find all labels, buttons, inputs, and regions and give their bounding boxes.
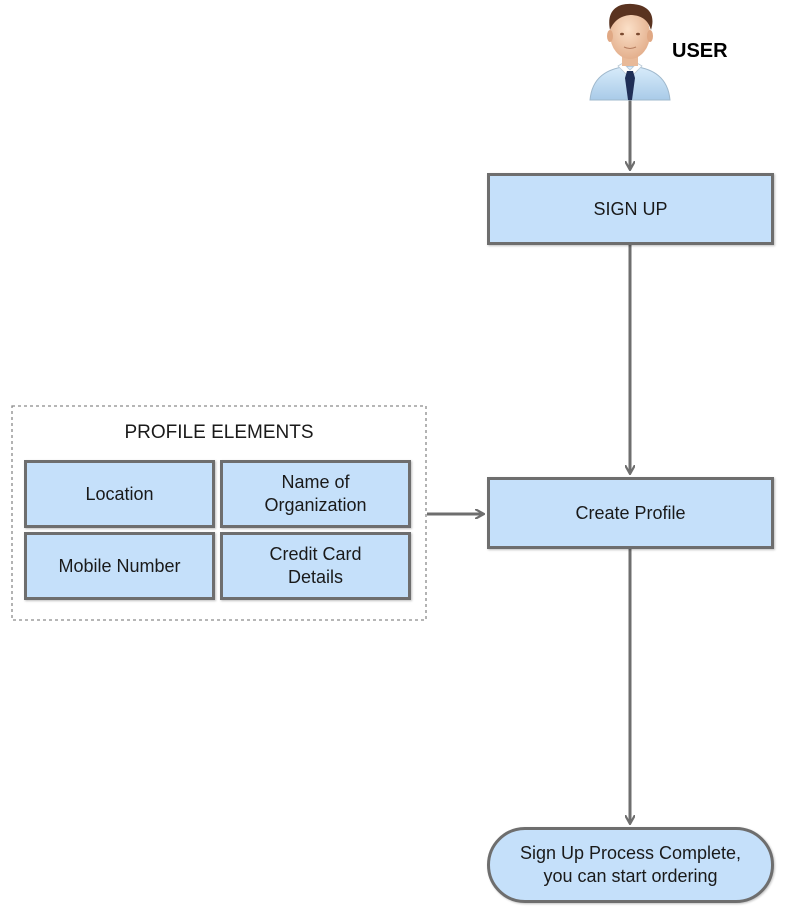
profile-elements-container (11, 405, 427, 621)
profile-element-label: Location (85, 483, 154, 504)
user-label: USER (672, 40, 728, 62)
profile-element-mobile-number: Mobile Number (24, 532, 215, 600)
sign-up-label: SIGN UP (593, 198, 668, 219)
sign-up-complete-terminal: Sign Up Process Complete, you can start … (487, 827, 774, 903)
profile-element-credit-card: Credit Card Details (220, 532, 411, 600)
profile-element-organization: Name of Organization (220, 460, 411, 528)
sign-up-complete-label: Sign Up Process Complete, you can start … (519, 843, 742, 886)
create-profile-label: Create Profile (575, 502, 686, 523)
profile-element-location: Location (24, 460, 215, 528)
create-profile-step: Create Profile (487, 477, 774, 549)
profile-elements-title: PROFILE ELEMENTS (124, 422, 314, 443)
profile-element-label: Credit Card Details (269, 544, 362, 587)
profile-element-label: Name of Organization (264, 472, 367, 515)
user-icon (589, 3, 671, 101)
sign-up-step: SIGN UP (487, 173, 774, 245)
profile-element-label: Mobile Number (58, 555, 181, 576)
